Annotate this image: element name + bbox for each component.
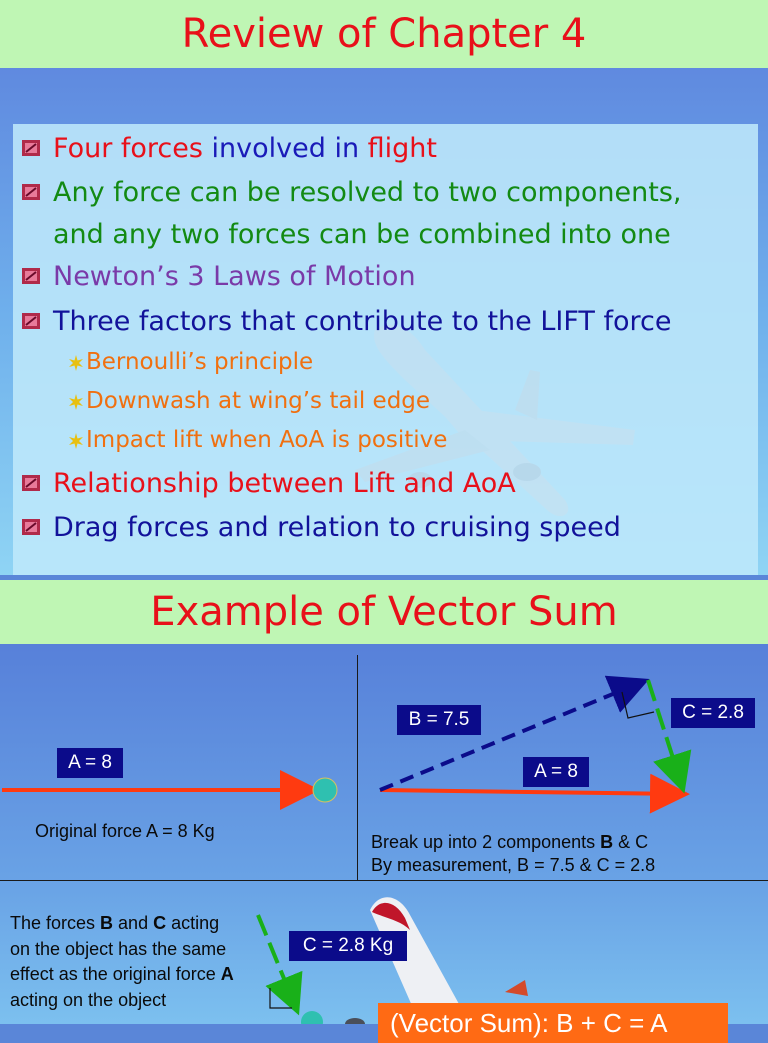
- bullet-text-part: Drag forces and relation to cruising spe…: [53, 512, 621, 543]
- label-b: B = 7.5: [397, 705, 481, 735]
- bullet-item: Drag forces and relation to cruising spe…: [22, 507, 752, 549]
- text: acting on the object: [10, 989, 167, 1010]
- slide2-title: Example of Vector Sum: [150, 589, 618, 635]
- airplane-watermark: [355, 325, 635, 517]
- caption-text: Break up into 2 components: [371, 832, 601, 852]
- caption-break-up: Break up into 2 components B & C By meas…: [371, 831, 761, 877]
- right-angle-mark-bottom: [269, 988, 292, 1009]
- bullet-icon: [22, 519, 40, 535]
- bullet-icon: [22, 313, 40, 329]
- slide-title: Review of Chapter 4: [181, 11, 587, 57]
- bullet-icon: [22, 475, 40, 491]
- bullet-text: Relationship between Lift and AoA: [53, 463, 752, 505]
- bullet-text-part: involved in: [202, 133, 368, 164]
- caption-text: & C: [613, 832, 649, 852]
- sub-bullet-text: Bernoulli’s principle: [86, 349, 314, 375]
- caption-original-force: Original force A = 8 Kg: [35, 821, 215, 841]
- sub-bullet-item: Downwash at wing’s tail edge: [68, 383, 430, 419]
- vector-b: [379, 675, 650, 792]
- label-a-left: A = 8: [57, 748, 123, 778]
- panel-divider-horizontal: [0, 880, 768, 881]
- bullet-text-part: and any two forces can be combined into …: [53, 219, 671, 250]
- slide-review: Review of Chapter 4 Four forces involved…: [0, 0, 768, 575]
- bullet-item: Newton’s 3 Laws of Motion: [22, 256, 752, 298]
- starburst-icon: [69, 394, 83, 410]
- text: and: [113, 913, 154, 933]
- title-bar-2: Example of Vector Sum: [0, 580, 768, 644]
- bullet-text: Newton’s 3 Laws of Motion: [53, 256, 752, 298]
- bullet-icon: [22, 140, 40, 156]
- bullet-text-part: flight: [367, 133, 437, 164]
- panel-divider-vertical: [357, 655, 358, 880]
- vector-c: [646, 679, 692, 794]
- bold-c: C: [153, 913, 167, 933]
- title-bar: Review of Chapter 4: [0, 0, 768, 68]
- object-circle: [312, 777, 338, 803]
- bullet-icon: [22, 184, 40, 200]
- bullet-item: Three factors that contribute to the LIF…: [22, 301, 752, 343]
- sub-bullet-item: Impact lift when AoA is positive: [68, 422, 447, 458]
- bullet-text-part: Four forces: [53, 133, 203, 164]
- bullet-item: Four forces involved in flight: [22, 128, 752, 170]
- object-circle-bottom: [301, 1011, 323, 1024]
- bullet-text: Three factors that contribute to the LIF…: [53, 301, 752, 343]
- starburst-icon: [69, 433, 83, 449]
- bullet-text: Four forces involved in flight: [53, 128, 752, 170]
- bottom-explanation: The forces B and C acting on the object …: [10, 911, 242, 1013]
- vector-c-bottom: [256, 914, 303, 1016]
- bullet-text-part: Relationship between Lift and AoA: [53, 468, 516, 499]
- sub-bullet-text: Impact lift when AoA is positive: [86, 427, 448, 453]
- vector-a-right: [379, 773, 690, 814]
- bullet-text: Drag forces and relation to cruising spe…: [53, 507, 752, 549]
- label-c-kg: C = 2.8 Kg: [289, 931, 407, 961]
- airplane-image: [370, 897, 470, 1024]
- text: acting on the object has the same effect…: [10, 913, 227, 984]
- bold-b: B: [100, 913, 114, 933]
- bullet-text-part: Any force can be resolved to two compone…: [53, 177, 682, 208]
- sub-bullet-item: Bernoulli’s principle: [68, 344, 313, 380]
- bullet-text: Any force can be resolved to two compone…: [53, 172, 752, 256]
- bullet-item: Relationship between Lift and AoA: [22, 463, 752, 505]
- caption-measurement: By measurement, B = 7.5 & C = 2.8: [371, 855, 656, 875]
- caption-bold-b: B: [600, 832, 614, 852]
- label-c: C = 2.8: [671, 698, 755, 728]
- content-box: [13, 124, 758, 575]
- starburst-icon: [69, 355, 83, 371]
- bullet-icon: [22, 268, 40, 284]
- bold-a: A: [220, 964, 234, 984]
- sub-bullet-text: Downwash at wing’s tail edge: [86, 388, 431, 414]
- bullet-text-part: Three factors that contribute to the LIF…: [53, 306, 672, 337]
- label-a-right: A = 8: [523, 757, 589, 787]
- bullet-item: Any force can be resolved to two compone…: [22, 172, 752, 256]
- vector-sum-box: (Vector Sum): B + C = A: [378, 1003, 728, 1043]
- right-angle-mark: [621, 691, 655, 719]
- text: The forces: [10, 913, 101, 933]
- bullet-text-part: Newton’s 3 Laws of Motion: [53, 261, 416, 292]
